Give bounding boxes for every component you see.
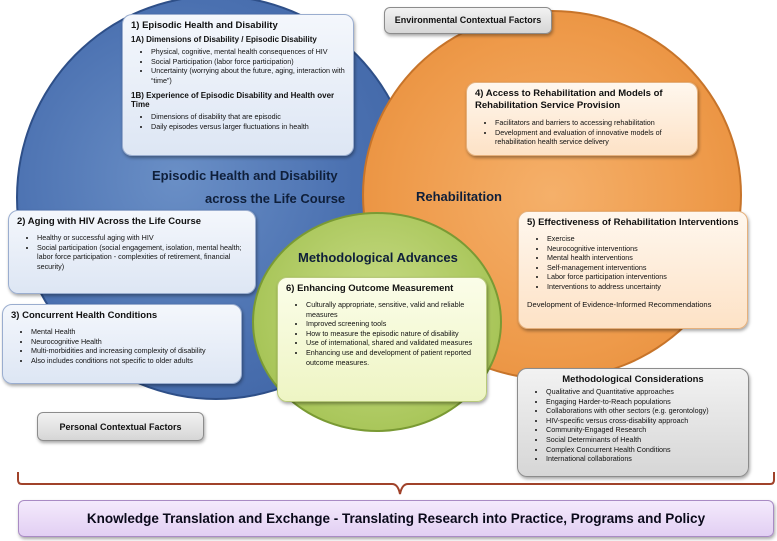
box4-title: 4) Access to Rehabilitation and Models o…: [475, 88, 663, 111]
box7-list: Qualitative and Quantitative approaches …: [526, 387, 740, 464]
list-item: Social Participation (labor force partic…: [151, 57, 345, 67]
knowledge-translation-banner: Knowledge Translation and Exchange - Tra…: [18, 500, 774, 537]
environmental-factors-label: Environmental Contextual Factors: [394, 15, 542, 25]
list-item: Collaborations with other sectors (e.g. …: [546, 406, 740, 416]
list-item: Community-Engaged Research: [546, 425, 740, 435]
list-item: Culturally appropriate, sensitive, valid…: [306, 300, 478, 319]
box1-subtitle-a: 1A) Dimensions of Disability / Episodic …: [131, 35, 317, 44]
box-effectiveness-of-rehabilitation: 5) Effectiveness of Rehabilitation Inter…: [518, 211, 748, 329]
box6-title: 6) Enhancing Outcome Measurement: [286, 283, 454, 294]
box-methodological-considerations: Methodological Considerations Qualitativ…: [517, 368, 749, 477]
list-item: Labor force participation interventions: [547, 272, 739, 282]
list-item: Development and evaluation of innovative…: [495, 128, 689, 147]
list-item: Mental Health: [31, 327, 233, 337]
box-enhancing-outcome-measurement: 6) Enhancing Outcome Measurement Cultura…: [277, 277, 487, 402]
list-item: Also includes conditions not specific to…: [31, 356, 233, 366]
list-item: International collaborations: [546, 454, 740, 464]
box-aging-with-hiv: 2) Aging with HIV Across the Life Course…: [8, 210, 256, 294]
list-item: Exercise: [547, 234, 739, 244]
box-concurrent-health-conditions: 3) Concurrent Health Conditions Mental H…: [2, 304, 242, 384]
list-item: Dimensions of disability that are episod…: [151, 112, 345, 122]
box7-title: Methodological Considerations: [562, 374, 704, 385]
green-circle-label: Methodological Advances: [298, 250, 458, 265]
personal-factors-box: Personal Contextual Factors: [37, 412, 204, 441]
list-item: Interventions to address uncertainty: [547, 282, 739, 292]
list-item: HIV-specific versus cross-disability app…: [546, 416, 740, 426]
list-item: Facilitators and barriers to accessing r…: [495, 118, 689, 128]
box5-note: Development of Evidence-Informed Recomme…: [527, 299, 712, 309]
box-episodic-health-disability: 1) Episodic Health and Disability 1A) Di…: [122, 14, 354, 156]
list-item: Social Determinants of Health: [546, 435, 740, 445]
blue-circle-label-line2: across the Life Course: [205, 191, 346, 206]
list-item: Neurocognitive Health: [31, 337, 233, 347]
list-item: Neurocognitive interventions: [547, 244, 739, 254]
list-item: Qualitative and Quantitative approaches: [546, 387, 740, 397]
box3-title: 3) Concurrent Health Conditions: [11, 310, 158, 321]
box5-title: 5) Effectiveness of Rehabilitation Inter…: [527, 217, 739, 228]
blue-circle-label-line1: Episodic Health and Disability: [152, 168, 338, 183]
box2-title: 2) Aging with HIV Across the Life Course: [17, 216, 202, 227]
list-item: Mental health interventions: [547, 253, 739, 263]
box1-list-a: Physical, cognitive, mental health conse…: [131, 47, 345, 85]
list-item: Multi-morbidities and increasing complex…: [31, 346, 233, 356]
box2-list: Healthy or successful aging with HIV Soc…: [17, 233, 247, 271]
list-item: Use of international, shared and validat…: [306, 338, 478, 348]
list-item: Engaging Harder-to-Reach populations: [546, 397, 740, 407]
box1-list-b: Dimensions of disability that are episod…: [131, 112, 345, 131]
box5-list: Exercise Neurocognitive interventions Me…: [527, 234, 739, 292]
list-item: Social participation (social engagement,…: [37, 243, 247, 272]
box6-list: Culturally appropriate, sensitive, valid…: [286, 300, 478, 367]
box1-subtitle-b: 1B) Experience of Episodic Disability an…: [131, 91, 335, 110]
list-item: Improved screening tools: [306, 319, 478, 329]
list-item: Uncertainty (worrying about the future, …: [151, 66, 345, 85]
list-item: Complex Concurrent Health Conditions: [546, 445, 740, 455]
banner-text: Knowledge Translation and Exchange - Tra…: [86, 511, 706, 526]
personal-factors-label: Personal Contextual Factors: [59, 422, 182, 432]
bracket-line: [17, 472, 775, 495]
box1-title: 1) Episodic Health and Disability: [131, 20, 278, 31]
box-access-to-rehabilitation: 4) Access to Rehabilitation and Models o…: [466, 82, 698, 156]
box3-list: Mental Health Neurocognitive Health Mult…: [11, 327, 233, 365]
list-item: Self-management interventions: [547, 263, 739, 273]
box4-list: Facilitators and barriers to accessing r…: [475, 118, 689, 147]
list-item: Healthy or successful aging with HIV: [37, 233, 247, 243]
orange-circle-label: Rehabilitation: [416, 189, 502, 204]
list-item: Physical, cognitive, mental health conse…: [151, 47, 345, 57]
list-item: Enhancing use and development of patient…: [306, 348, 478, 367]
environmental-factors-box: Environmental Contextual Factors: [384, 7, 552, 34]
bracket: [17, 472, 775, 495]
list-item: How to measure the episodic nature of di…: [306, 329, 478, 339]
list-item: Daily episodes versus larger fluctuation…: [151, 122, 345, 132]
